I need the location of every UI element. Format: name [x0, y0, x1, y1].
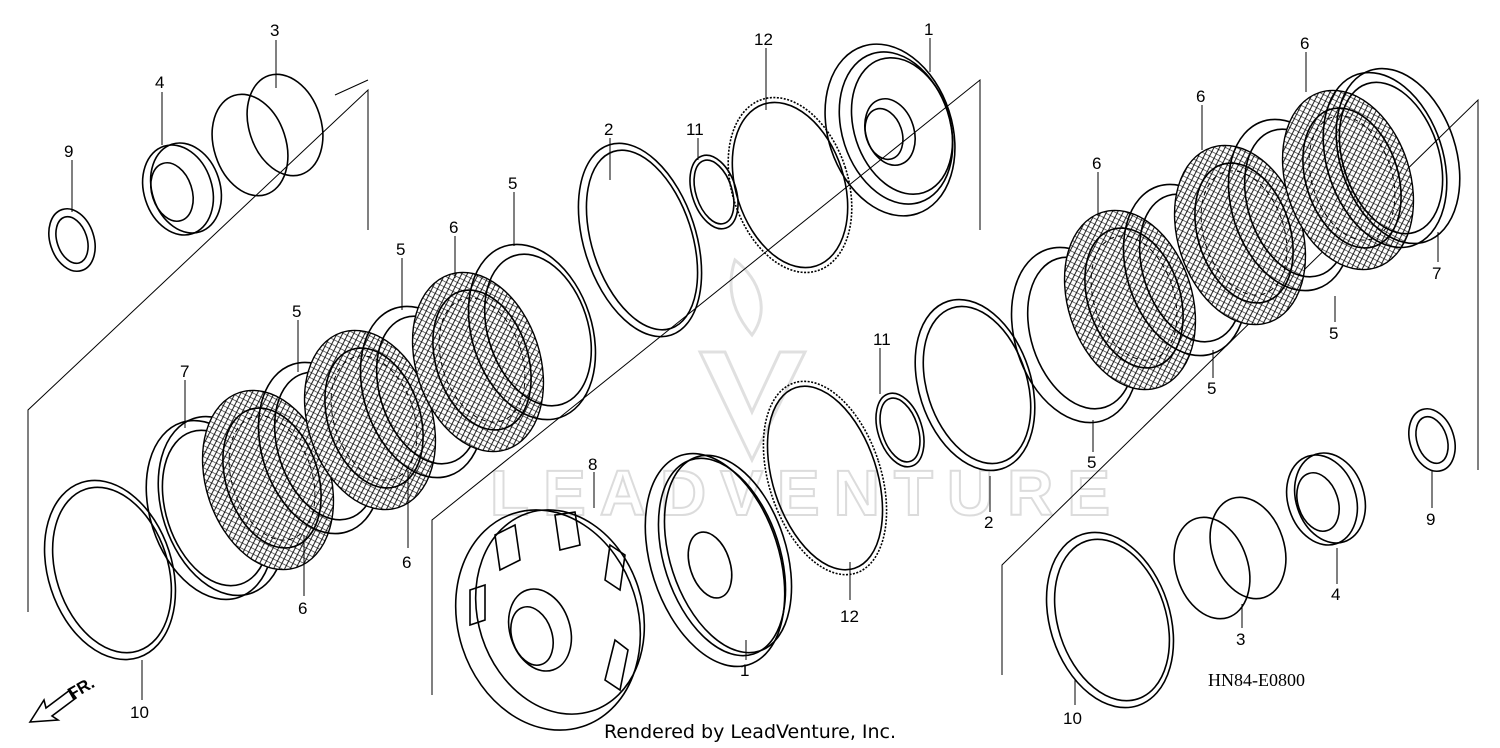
callout-2-lower: 2 [984, 513, 993, 532]
clutch-drum-8 [454, 509, 646, 731]
diagram-code: HN84-E0800 [1208, 670, 1305, 690]
piston-1-upper [824, 43, 956, 217]
center-assembly-outline [431, 78, 981, 695]
callout-7-right: 7 [1432, 264, 1441, 283]
end-plate-7-right [1322, 67, 1461, 249]
assembly-outlines [27, 78, 1479, 695]
callout-6-e: 6 [1196, 87, 1205, 106]
callout-8: 8 [588, 455, 597, 474]
o-ring-12-lower [762, 380, 888, 576]
callout-5-f: 5 [1329, 324, 1338, 343]
front-arrow-icon: FR. [28, 673, 98, 723]
callouts: 9 4 3 7 5 5 6 5 6 6 10 2 11 12 1 8 1 12 … [64, 20, 1441, 728]
callout-6-a: 6 [449, 218, 458, 237]
callout-1-upper: 1 [924, 20, 933, 39]
snap-ring-10-right [1045, 531, 1175, 709]
callout-7-left: 7 [180, 362, 189, 381]
callout-5-c: 5 [508, 174, 517, 193]
callout-5-b: 5 [396, 240, 405, 259]
callout-3-left: 3 [270, 21, 279, 40]
snap-ring-9-right [1408, 408, 1456, 472]
washer-4-left [141, 142, 223, 236]
callout-5-d: 5 [1087, 453, 1096, 472]
left-assembly-outline [27, 88, 369, 612]
callout-9-left: 9 [64, 142, 73, 161]
callout-6-d: 6 [1092, 154, 1101, 173]
callout-10-left: 10 [130, 703, 149, 722]
o-ring-11-lower [875, 392, 925, 468]
snap-ring-10-left [43, 479, 177, 661]
callout-4-right: 4 [1331, 585, 1340, 604]
snap-ring-2-upper [577, 142, 703, 338]
callout-5-e: 5 [1207, 379, 1216, 398]
watermark: LEADVENTURE [489, 257, 1124, 530]
callout-4-left: 4 [155, 73, 164, 92]
callout-5-a: 5 [292, 302, 301, 321]
piston-1-lower [644, 452, 793, 668]
snap-ring-3-right [1173, 496, 1287, 620]
callout-1-lower: 1 [740, 661, 749, 680]
callout-9-right: 9 [1426, 510, 1435, 529]
callout-6-f: 6 [1300, 34, 1309, 53]
callout-11-upper: 11 [686, 120, 704, 139]
clutch-pack-left [201, 243, 597, 571]
callout-6-b: 6 [402, 553, 411, 572]
callout-11-lower: 11 [873, 330, 891, 349]
leader-lines [71, 38, 1439, 705]
callout-12-lower: 12 [840, 607, 859, 626]
washer-4-right [1285, 452, 1367, 546]
snap-ring-2-lower [914, 298, 1036, 472]
callout-10-right: 10 [1063, 709, 1082, 728]
callout-2-upper: 2 [604, 120, 613, 139]
callout-3-right: 3 [1236, 630, 1245, 649]
watermark-text: LEADVENTURE [490, 457, 1124, 529]
callout-6-c: 6 [298, 599, 307, 618]
callout-12-upper: 12 [754, 30, 773, 49]
o-ring-11-upper [689, 154, 739, 230]
credit-text: Rendered by LeadVenture, Inc. [604, 721, 896, 743]
snap-ring-3-left [211, 73, 324, 197]
o-ring-12-upper [727, 96, 853, 274]
snap-ring-9-left [48, 208, 96, 272]
right-assembly-outline [1001, 98, 1479, 675]
